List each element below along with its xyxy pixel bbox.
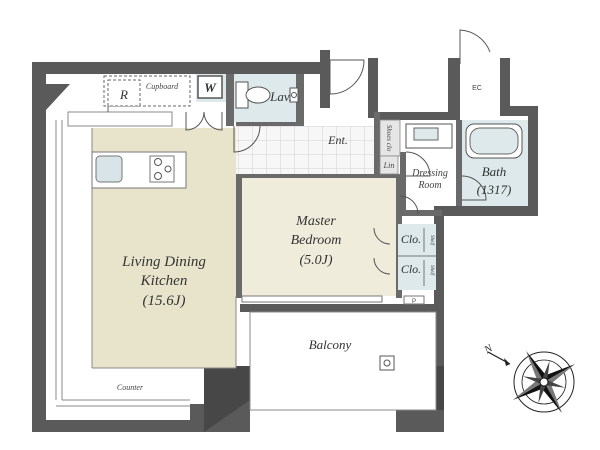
entrance-floor (236, 126, 374, 174)
ldk-label-line1: Living Dining (121, 254, 206, 270)
balcony-label: Balcony (309, 337, 352, 352)
cooktop (149, 155, 175, 183)
dressing-label-line2: Room (417, 180, 441, 191)
washer-box (197, 75, 223, 99)
linen-closet (379, 155, 399, 175)
bedroom-floor (242, 178, 396, 296)
closet-floor (398, 224, 436, 290)
ldk-size: (15.6J) (143, 293, 186, 309)
ldk-window-frames (55, 111, 237, 407)
compass (487, 350, 576, 414)
balcony-faucet (379, 355, 395, 371)
door-swings (185, 29, 491, 275)
refrigerator-space (107, 79, 141, 107)
dressing-floor (406, 152, 456, 206)
master-size: (5.0J) (299, 253, 332, 268)
closet-1-label: Clo. (401, 232, 421, 246)
cupboard (103, 75, 191, 112)
closet-2-label: Clo. (401, 262, 421, 276)
shelf-1-label: Shelf (429, 235, 434, 246)
washer-label: W (204, 80, 217, 95)
toilet (235, 81, 271, 109)
dressing-label-line1: Dressing (411, 168, 448, 179)
bathtub (465, 123, 523, 159)
pipe-space (403, 295, 425, 305)
elevator-label: EC (472, 85, 482, 92)
counter-label: Counter (117, 383, 144, 392)
balcony-floor (249, 311, 437, 411)
closet-rods (398, 228, 436, 286)
ldk-label-line2: Kitchen (140, 273, 188, 289)
bath-code: (1317) (477, 182, 512, 197)
bedroom-window (241, 295, 383, 303)
lavatory-label: Lav. (269, 89, 292, 104)
kitchen-sink (95, 155, 123, 183)
shelf-2-label: Shelf (429, 265, 434, 276)
kitchen-counter (91, 151, 187, 189)
cupboard-label: Cupboard (146, 82, 179, 91)
lavatory-sink (289, 87, 299, 103)
pipe-space-label: P (412, 299, 416, 305)
bath-label: Bath (482, 164, 507, 179)
linen-label: Lin (383, 161, 395, 170)
master-label-line2: Bedroom (291, 233, 342, 248)
entrance-label: Ent. (327, 133, 348, 147)
shoes-closet-label: Shoes clo (385, 125, 393, 152)
elevator-hall (460, 64, 500, 106)
master-label-line1: Master (295, 214, 336, 229)
refrigerator-label: R (119, 87, 128, 102)
